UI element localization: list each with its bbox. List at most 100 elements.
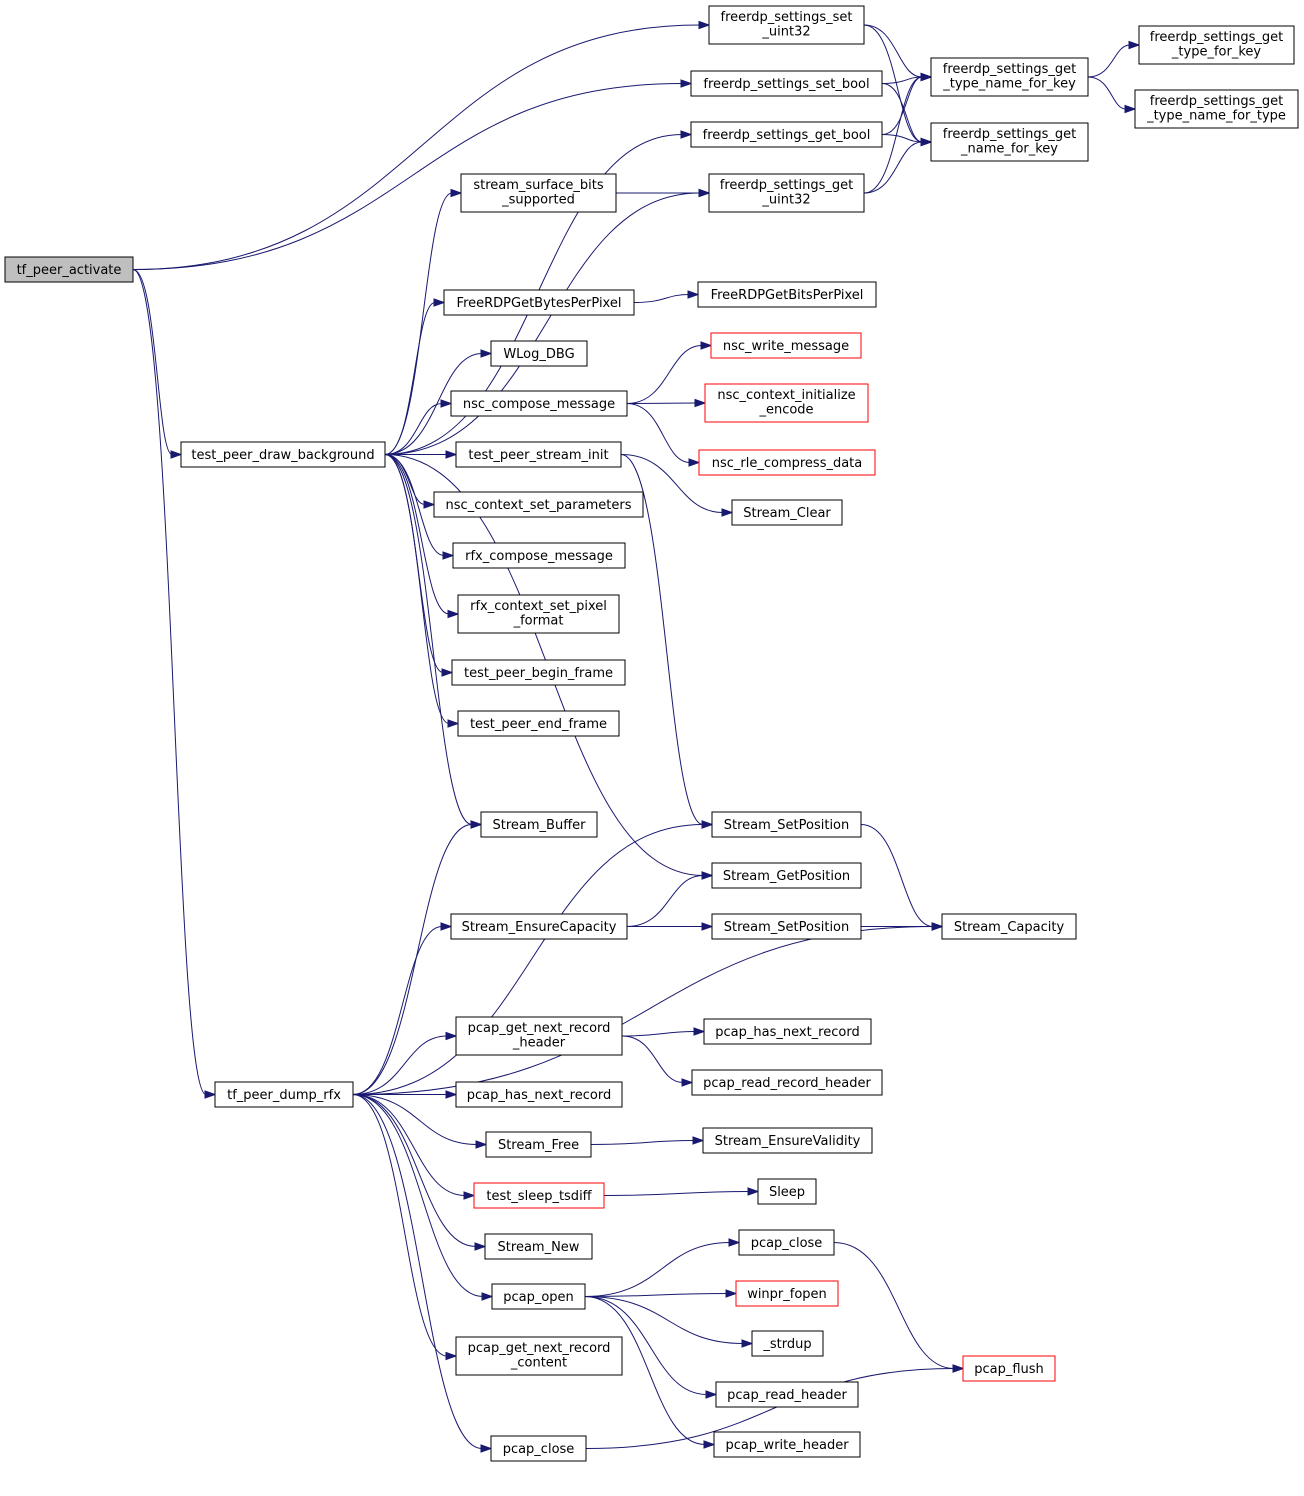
arrowhead [694, 398, 707, 408]
arrowhead [170, 450, 183, 459]
arrowhead [447, 609, 460, 619]
node-label: test_peer_draw_background [191, 448, 374, 463]
graph-node-stream-capacity[interactable]: Stream_Capacity [941, 913, 1077, 940]
arrowhead [481, 1292, 494, 1301]
graph-node-stream-ensurevalidity[interactable]: Stream_EnsureValidity [702, 1127, 873, 1154]
graph-node-test-peer-draw-background[interactable]: test_peer_draw_background [180, 441, 386, 468]
graph-node-nsc-compose-message[interactable]: nsc_compose_message [450, 390, 628, 417]
graph-node-pcap-get-next-record-content[interactable]: pcap_get_next_record_content [455, 1336, 623, 1376]
node-box [452, 542, 626, 569]
arrowhead [693, 1027, 706, 1036]
graph-node-stream-new[interactable]: Stream_New [484, 1233, 593, 1260]
node-label: pcap_write_header [725, 1438, 849, 1453]
node-label: _supported [501, 193, 575, 208]
call-edge [627, 922, 714, 931]
node-label: nsc_write_message [723, 339, 849, 354]
graph-node-rfx-compose-message[interactable]: rfx_compose_message [452, 542, 626, 569]
call-edge [833, 1242, 965, 1373]
call-edge [384, 188, 463, 455]
node-label: pcap_has_next_record [715, 1025, 859, 1040]
node-box [711, 811, 862, 838]
graph-node-wlog-dbg[interactable]: WLog_DBG [490, 340, 588, 367]
graph-node-test-peer-begin-frame[interactable]: test_peer_begin_frame [451, 659, 626, 686]
graph-node-stream-clear[interactable]: Stream_Clear [731, 499, 843, 526]
arrowhead [725, 1289, 738, 1298]
node-label: Stream_Capacity [954, 920, 1065, 935]
graph-node-pcap-open[interactable]: pcap_open [491, 1283, 586, 1310]
node-label: _type_for_key [1171, 45, 1261, 60]
node-label: pcap_has_next_record [467, 1088, 611, 1103]
call-edge [384, 454, 454, 677]
graph-node-pcap-read-header[interactable]: pcap_read_header [715, 1381, 859, 1408]
graph-node-stream-getposition[interactable]: Stream_GetPosition [711, 862, 862, 889]
graph-node-pcap-close-b[interactable]: pcap_close [738, 1229, 835, 1256]
graph-node-stream-ensurecapacity[interactable]: Stream_EnsureCapacity [450, 913, 628, 940]
graph-node-pcap-close-a[interactable]: pcap_close [490, 1435, 587, 1462]
graph-node-pcap-has-next-record-a[interactable]: pcap_has_next_record [455, 1081, 623, 1108]
node-label: stream_surface_bits [473, 178, 604, 193]
graph-node-pcap-get-next-record-header[interactable]: pcap_get_next_record_header [455, 1016, 623, 1056]
graph-node-test-peer-end-frame[interactable]: test_peer_end_frame [457, 710, 620, 737]
node-label: _format [513, 614, 564, 629]
graph-node-tf-peer-dump-rfx[interactable]: tf_peer_dump_rfx [214, 1081, 354, 1108]
graph-node--strdup[interactable]: _strdup [751, 1330, 824, 1357]
arrowhead [433, 298, 446, 307]
graph-node-test-sleep-tsdiff[interactable]: test_sleep_tsdiff [473, 1182, 605, 1209]
graph-node-freerdp-settings-get-uint32[interactable]: freerdp_settings_get_uint32 [708, 173, 865, 213]
node-label: freerdp_settings_get [720, 178, 853, 193]
call-edge [384, 454, 455, 560]
node-box [702, 1127, 873, 1154]
graph-node-pcap-read-record-header[interactable]: pcap_read_record_header [691, 1069, 883, 1096]
graph-node-stream-free[interactable]: Stream_Free [485, 1131, 592, 1158]
arrowhead [701, 871, 714, 880]
node-label: freerdp_settings_get [943, 127, 1076, 142]
graph-node-freerdp-settings-set-bool[interactable]: freerdp_settings_set_bool [690, 70, 883, 97]
graph-node-stream-buffer[interactable]: Stream_Buffer [480, 811, 598, 838]
arrowhead [952, 1364, 965, 1373]
node-label: _type_name_for_key [942, 77, 1076, 92]
node-label: Stream_New [498, 1240, 580, 1255]
graph-node-freerdp-settings-get-type-name-for-type[interactable]: freerdp_settings_get_type_name_for_type [1134, 89, 1299, 129]
graph-node-freerdp-settings-get-name-for-key[interactable]: freerdp_settings_get_name_for_key [930, 122, 1089, 162]
node-box [450, 390, 628, 417]
graph-node-sleep[interactable]: Sleep [757, 1178, 817, 1205]
graph-node-nsc-context-set-parameters[interactable]: nsc_context_set_parameters [433, 491, 644, 518]
call-edge [352, 1094, 476, 1200]
node-label: Stream_EnsureCapacity [462, 920, 617, 935]
node-label: nsc_context_set_parameters [446, 498, 632, 513]
node-label: _uint32 [761, 193, 810, 208]
node-label: Stream_Free [498, 1138, 579, 1153]
graph-node-stream-surface-bits-supported[interactable]: stream_surface_bits_supported [460, 173, 617, 213]
graph-node-freerdpgetbitsperpixel[interactable]: FreeRDPGetBitsPerPixel [697, 281, 877, 308]
graph-node-tf-peer-activate[interactable]: tf_peer_activate [4, 256, 134, 283]
call-edge [584, 1296, 718, 1399]
graph-node-freerdpgetbytesperpixel[interactable]: FreeRDPGetBytesPerPixel [443, 289, 635, 316]
node-box [490, 1435, 587, 1462]
graph-node-winpr-fopen[interactable]: winpr_fopen [735, 1280, 839, 1307]
graph-node-freerdp-settings-set-uint32[interactable]: freerdp_settings_set_uint32 [708, 5, 865, 45]
call-edge [626, 398, 707, 408]
node-box [690, 121, 883, 148]
call-edge [881, 72, 933, 135]
call-edge [1087, 76, 1137, 114]
graph-node-freerdp-settings-get-bool[interactable]: freerdp_settings_get_bool [690, 121, 883, 148]
node-label: winpr_fopen [747, 1287, 827, 1302]
graph-node-test-peer-stream-init[interactable]: test_peer_stream_init [455, 441, 622, 468]
graph-node-nsc-write-message[interactable]: nsc_write_message [710, 332, 862, 359]
graph-node-pcap-has-next-record-b[interactable]: pcap_has_next_record [703, 1018, 872, 1045]
node-label: rfx_compose_message [465, 549, 613, 564]
graph-node-freerdp-settings-get-type-name-for-key[interactable]: freerdp_settings_get_type_name_for_key [930, 57, 1089, 97]
graph-node-stream-setposition-b[interactable]: Stream_SetPosition [711, 913, 862, 940]
graph-node-pcap-flush[interactable]: pcap_flush [962, 1355, 1056, 1382]
graph-node-rfx-context-set-pixel-format[interactable]: rfx_context_set_pixel_format [457, 594, 620, 634]
graph-node-pcap-write-header[interactable]: pcap_write_header [713, 1431, 861, 1458]
graph-node-nsc-context-initialize-encode[interactable]: nsc_context_initialize_encode [704, 383, 869, 423]
graph-node-stream-setposition-a[interactable]: Stream_SetPosition [711, 811, 862, 838]
arrowhead [445, 1031, 458, 1041]
graph-node-freerdp-settings-get-type-for-key[interactable]: freerdp_settings_get_type_for_key [1138, 25, 1295, 65]
node-label: pcap_open [503, 1290, 574, 1305]
call-edge [633, 290, 700, 303]
graph-node-nsc-rle-compress-data[interactable]: nsc_rle_compress_data [698, 449, 876, 476]
node-box [455, 1016, 623, 1056]
